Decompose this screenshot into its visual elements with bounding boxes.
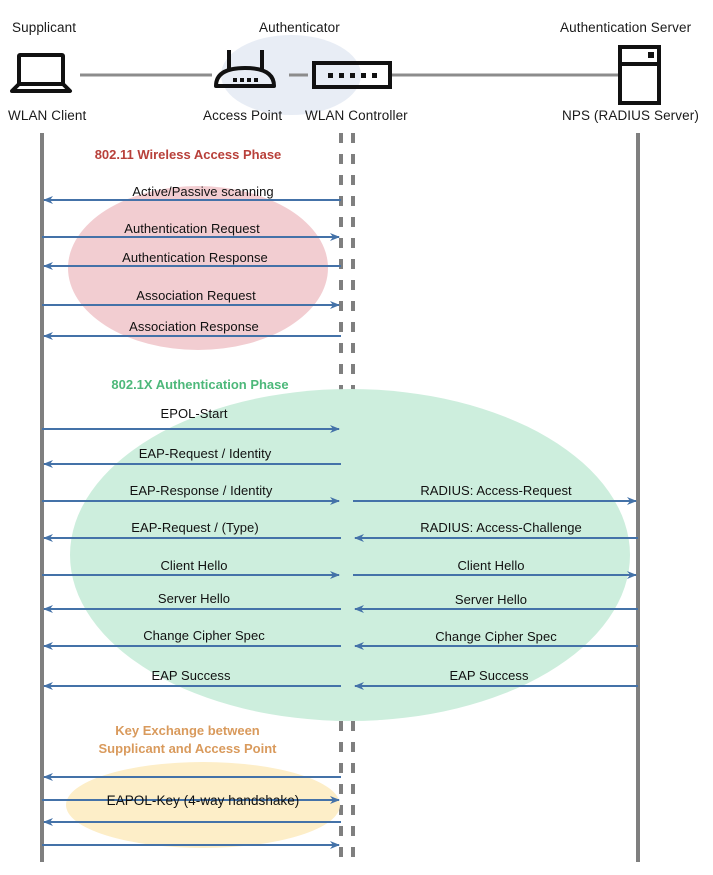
msg-label-authentication-response: Authentication Response bbox=[122, 250, 268, 265]
phase-ellipse-dot1x bbox=[70, 389, 630, 721]
laptop-icon bbox=[10, 53, 72, 93]
arrows-key-exchange bbox=[42, 773, 341, 849]
server-icon bbox=[618, 45, 661, 105]
phase-label-key-exchange-line1: Key Exchange between bbox=[115, 723, 260, 738]
phase-ellipse-key-exchange bbox=[66, 762, 340, 848]
msg-label-eap-success-left: EAP Success bbox=[151, 668, 231, 683]
msg-label-eap-success-right: EAP Success bbox=[449, 668, 529, 683]
msg-label-active-passive-scanning: Active/Passive scanning bbox=[132, 184, 274, 199]
msg-label-client-hello-right: Client Hello bbox=[457, 558, 525, 573]
arrows-dot1x-left bbox=[42, 425, 341, 690]
wlan-controller-icon bbox=[312, 61, 392, 89]
msg-label-eap-request-identity: EAP-Request / Identity bbox=[138, 446, 272, 461]
actor-role-authenticator: Authenticator bbox=[259, 20, 340, 35]
actor-role-auth-server: Authentication Server bbox=[560, 20, 692, 35]
actor-device-wlan-client: WLAN Client bbox=[8, 108, 87, 123]
phase-label-key-exchange-line2: Supplicant and Access Point bbox=[98, 741, 277, 756]
msg-label-eapol-key-4way-handshake: EAPOL-Key (4-way handshake) bbox=[106, 793, 300, 808]
msg-label-server-hello-left: Server Hello bbox=[157, 591, 231, 606]
actor-device-nps-radius-server: NPS (RADIUS Server) bbox=[562, 108, 699, 123]
phase-label-dot1x-auth: 802.1X Authentication Phase bbox=[111, 377, 289, 392]
msg-label-change-cipher-spec-left: Change Cipher Spec bbox=[143, 628, 265, 643]
msg-label-server-hello-right: Server Hello bbox=[454, 592, 528, 607]
msg-label-change-cipher-spec-right: Change Cipher Spec bbox=[435, 629, 557, 644]
msg-label-authentication-request: Authentication Request bbox=[124, 221, 260, 236]
actor-device-access-point: Access Point bbox=[203, 108, 283, 123]
msg-label-radius-access-challenge: RADIUS: Access-Challenge bbox=[420, 520, 582, 535]
access-point-icon bbox=[214, 50, 276, 88]
arrows-dot1x-right bbox=[353, 497, 638, 690]
msg-label-association-response: Association Response bbox=[129, 319, 259, 334]
msg-label-client-hello-left: Client Hello bbox=[160, 558, 228, 573]
arrows-wireless-access bbox=[42, 196, 341, 340]
msg-label-eap-response-identity: EAP-Response / Identity bbox=[129, 483, 273, 498]
phase-ellipse-wireless bbox=[68, 186, 328, 350]
actor-device-wlan-controller: WLAN Controller bbox=[305, 108, 408, 123]
msg-label-eap-request-type: EAP-Request / (Type) bbox=[131, 520, 259, 535]
msg-label-eapol-start: EPOL-Start bbox=[160, 406, 228, 421]
phase-label-wireless-access: 802.11 Wireless Access Phase bbox=[94, 147, 282, 162]
actor-role-supplicant: Supplicant bbox=[12, 20, 77, 35]
msg-label-radius-access-request: RADIUS: Access-Request bbox=[420, 483, 572, 498]
msg-label-association-request: Association Request bbox=[136, 288, 256, 303]
